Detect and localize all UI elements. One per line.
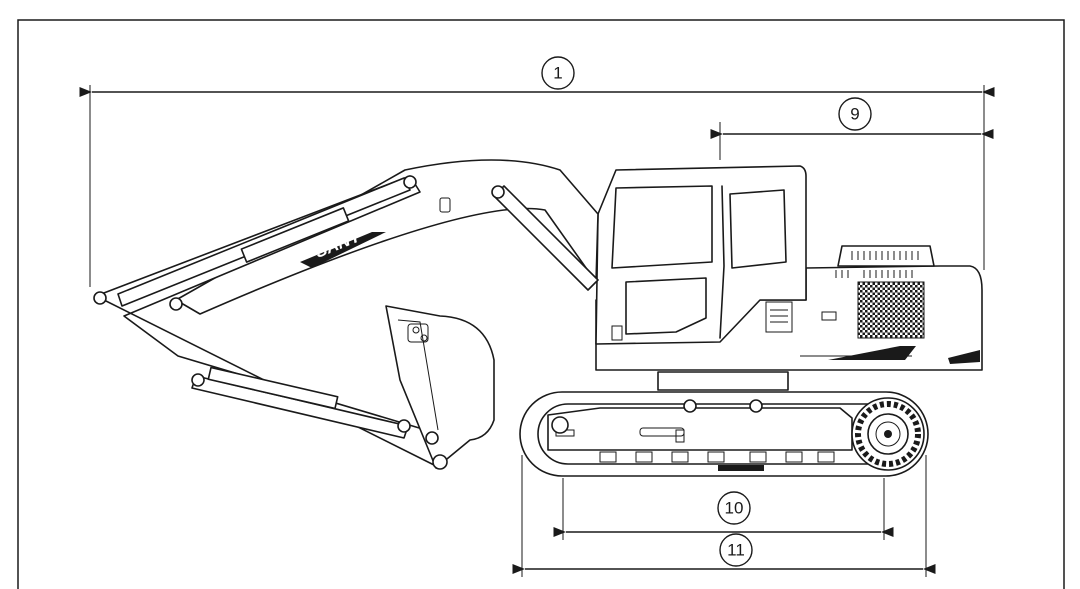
dimension-tumbler-distance: 10: [553, 478, 894, 540]
callout-11-label: 11: [727, 541, 745, 560]
operator-cab: [595, 165, 807, 345]
engine-grille: [857, 281, 925, 339]
upper-structure: [595, 245, 983, 371]
dimension-tail-swing: 9: [710, 97, 994, 160]
swing-bearing: [657, 371, 789, 391]
boom: SANY: [175, 159, 599, 315]
arm-stick: [93, 175, 447, 467]
callout-1: [541, 56, 575, 90]
dimension-overall-length: 1: [79, 56, 995, 287]
callout-1-label: 1: [553, 64, 562, 83]
figure-frame: [17, 19, 1065, 589]
bucket: [385, 305, 495, 470]
dimension-track-length: 11: [512, 455, 936, 577]
callout-10: [717, 491, 751, 525]
track-assembly: [519, 391, 929, 477]
callout-10-label: 10: [725, 499, 744, 518]
callout-11: [719, 533, 753, 567]
callout-9: [838, 97, 872, 131]
callout-9-label: 9: [850, 105, 859, 124]
